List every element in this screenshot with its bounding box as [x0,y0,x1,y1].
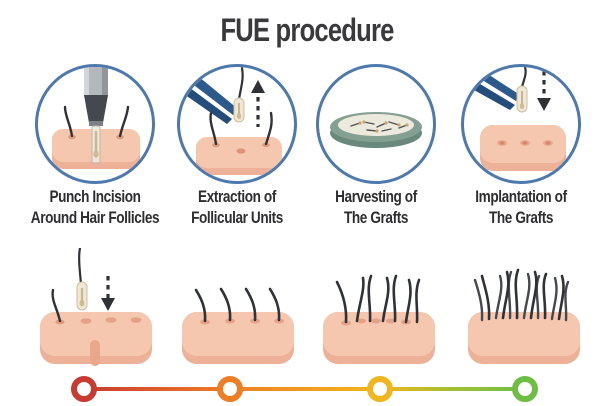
step-label-line2: Around Hair Follicles [30,208,160,227]
step-label-extraction: Extraction of Follicular Units [169,186,305,228]
graft-insertion-icon [40,248,152,366]
step-label-implantation: Implantation of The Grafts [453,186,589,228]
timeline-dot-step4 [512,376,538,402]
step-circle-harvesting [316,64,436,184]
step-circle-implantation [461,64,581,184]
stage-graft-insertion [30,248,160,370]
timeline-dot-step1 [71,376,97,402]
step-label-punch-incision: Punch Incision Around Hair Follicles [27,186,163,228]
punch-incision-icon [52,67,140,169]
stage-full-hair-growth [458,248,588,370]
timeline-dot-step3 [367,376,393,402]
step-label-line1: Extraction of [198,187,276,206]
step-label-harvesting: Harvesting of The Grafts [308,186,444,228]
step-label-line1: Punch Incision [49,187,141,206]
extraction-tweezers-icon [181,67,282,175]
step-circle-punch-incision [35,64,155,184]
petri-dish-icon [330,112,422,148]
implantation-tweezers-icon [465,67,566,171]
stage-early-hair-growth [172,248,302,370]
full-hair-growth-icon [468,268,580,364]
step-circle-extraction [177,64,297,184]
step-label-line2: The Grafts [488,208,554,227]
early-hair-growth-icon [182,287,294,364]
step-label-line2: The Grafts [343,208,409,227]
step-label-line2: Follicular Units [191,208,283,227]
timeline-dot-step2 [217,376,243,402]
step-label-line1: Implantation of [475,187,567,206]
stage-partial-hair-growth [313,248,443,370]
step-label-line1: Harvesting of [335,187,417,206]
timeline-progress-line [84,387,525,391]
partial-hair-growth-icon [323,274,435,364]
page-title: FUE procedure [220,12,394,48]
